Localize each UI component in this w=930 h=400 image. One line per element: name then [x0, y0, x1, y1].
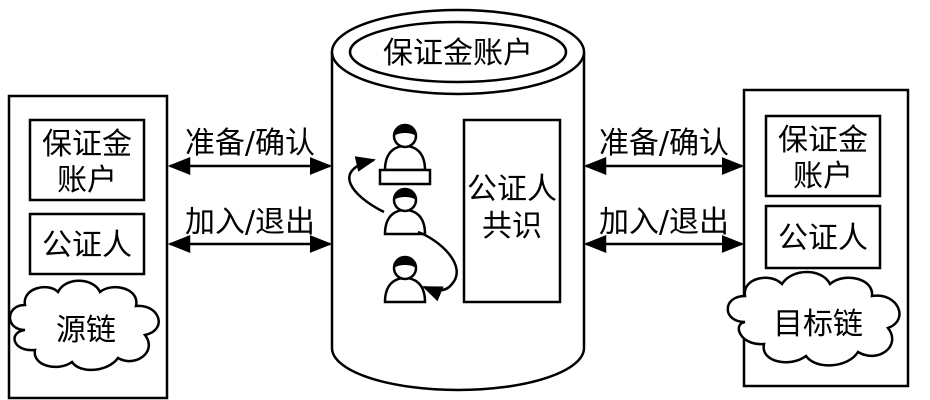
- source-chain-cloud: [8, 279, 160, 371]
- cylinder-top: [330, 8, 586, 96]
- source-chain-frame: [7, 94, 169, 400]
- cylinder-body: [330, 52, 586, 392]
- notary-person-icon: [378, 123, 432, 186]
- left-prepare-confirm-label: 准备/确认: [185, 126, 315, 161]
- right-join-exit-label: 加入/退出: [599, 205, 729, 240]
- notary-consensus-box: [462, 118, 562, 304]
- target-chain: 保证金 账户 公证人 目标链: [726, 88, 910, 388]
- account-title-ellipse: [348, 20, 568, 84]
- notary-person-icon: [383, 187, 427, 236]
- notary-consensus-label-1: 公证人: [467, 172, 557, 207]
- target-deposit-account-label-2: 账户: [793, 159, 853, 194]
- source-chain-label: 源链: [56, 313, 116, 348]
- target-chain-frame: [742, 88, 910, 388]
- target-notary-label: 公证人: [778, 221, 868, 256]
- source-deposit-account-label-1: 保证金: [42, 127, 132, 162]
- target-chain-label: 目标链: [773, 307, 863, 342]
- account-title: 保证金账户: [383, 36, 533, 71]
- source-deposit-account-box: [28, 118, 146, 202]
- deposit-account-cylinder: 保证金账户 公证人 共识: [330, 8, 586, 392]
- source-notary-box: [28, 212, 146, 276]
- right-prepare-confirm-label: 准备/确认: [599, 126, 729, 161]
- notary-person-icon: [383, 255, 427, 304]
- source-deposit-account-label-2: 账户: [57, 163, 117, 198]
- notary-consensus-label-2: 共识: [482, 209, 542, 244]
- left-arrows: 准备/确认 加入/退出: [167, 126, 333, 253]
- rotation-curve-upper: [348, 156, 385, 214]
- left-join-exit-label: 加入/退出: [185, 205, 315, 240]
- target-chain-cloud: [726, 270, 901, 367]
- target-notary-box: [764, 204, 882, 270]
- target-deposit-account-box: [764, 114, 882, 198]
- target-deposit-account-label-1: 保证金: [778, 123, 868, 158]
- source-chain: 保证金 账户 公证人 源链: [7, 94, 169, 400]
- right-arrows: 准备/确认 加入/退出: [583, 126, 745, 253]
- rotation-curve-lower: [417, 230, 458, 302]
- source-notary-label: 公证人: [42, 228, 132, 263]
